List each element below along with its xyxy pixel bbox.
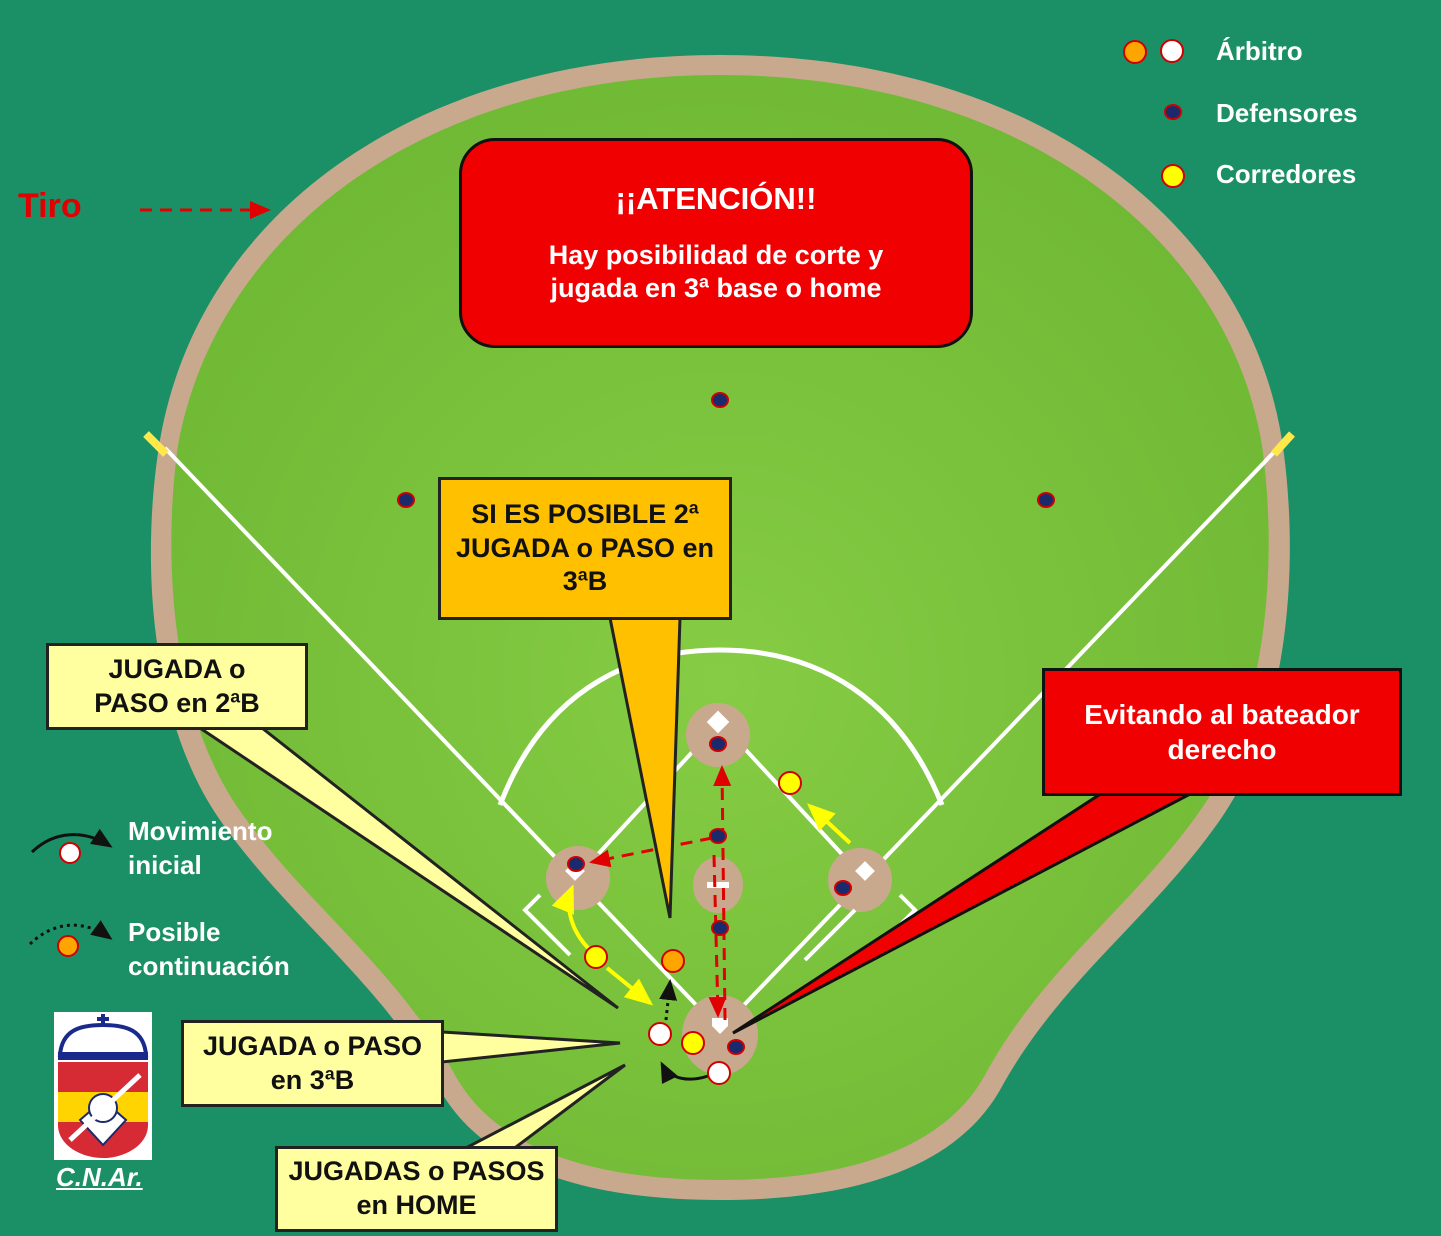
umpire-initial-position <box>648 1022 672 1046</box>
runner-arrow-to-3b <box>551 884 592 952</box>
plays-home-callout: JUGADAS o PASOS en HOME <box>275 1146 558 1232</box>
legend-initial-move-umpire <box>59 842 81 864</box>
attention-body: Hay posibilidad de corte y jugada en 3ª … <box>548 239 884 304</box>
legend-defenders-label: Defensores <box>1216 98 1358 128</box>
first-base-line <box>718 446 1280 1032</box>
defender-lf <box>397 492 415 508</box>
crown-icon <box>57 1022 149 1057</box>
runner-near-3b <box>584 945 608 969</box>
cnar-logo <box>54 1012 152 1160</box>
runners <box>584 164 1185 1055</box>
throw-arrow-to-2b <box>713 765 732 1021</box>
defender-3b <box>567 856 585 872</box>
legend-runners-label: Corredores <box>1216 159 1357 189</box>
umpire-continuation-position <box>661 949 685 973</box>
legend-continuation-label: Posible continuación <box>128 917 290 981</box>
plays-home-text: JUGADAS o PASOS en HOME <box>288 1156 545 1220</box>
left-foul-pole <box>143 431 169 457</box>
first-base-dirt <box>828 848 892 912</box>
second-play-callout: SI ES POSIBLE 2ª JUGADA o PASO en 3ªB <box>438 477 732 620</box>
home-plate-dirt <box>682 995 758 1075</box>
pitchers-rubber <box>707 882 729 888</box>
defender-ss <box>709 828 727 844</box>
defender-cf <box>711 392 729 408</box>
legend-continuation-arrow <box>28 920 113 946</box>
second-base <box>706 710 730 734</box>
legend-continuation-umpire <box>57 935 79 957</box>
defenders <box>397 104 1182 1055</box>
legend-defender-dot <box>1164 104 1182 120</box>
logo-caption: C.N.Ar. <box>56 1162 143 1192</box>
first-base <box>855 861 875 881</box>
umpire-start-position <box>707 1061 731 1085</box>
legend-runner-dot <box>1161 164 1185 188</box>
defender-p <box>711 920 729 936</box>
third-base-line <box>163 446 722 1032</box>
runner-batter <box>681 1031 705 1055</box>
third-coach-box <box>522 893 572 957</box>
third-base-dirt <box>546 846 610 910</box>
defender-2b <box>709 736 727 752</box>
avoid-batter-text: Evitando al bateador derecho <box>1084 699 1360 765</box>
second-play-text: SI ES POSIBLE 2ª JUGADA o PASO en 3ªB <box>455 498 715 597</box>
runner-arrow-to-home <box>605 966 654 1006</box>
infield-arc <box>497 647 945 806</box>
throw-arrow-to-3b <box>589 836 713 868</box>
legend-umpire-label: Árbitro <box>1216 36 1303 66</box>
second-base-dirt <box>686 703 750 767</box>
outfield-grass <box>171 75 1269 1180</box>
attention-title: ¡¡ATENCIÓN!! <box>615 180 817 216</box>
right-foul-pole <box>1271 431 1295 457</box>
play-3b-callout: JUGADA o PASO en 3ªB <box>181 1020 444 1107</box>
legend-umpire-orange <box>1123 40 1147 64</box>
defender-c <box>727 1039 745 1055</box>
defender-rf <box>1037 492 1055 508</box>
legend-throw-label: Tiro <box>18 187 82 225</box>
on-deck-line-right <box>803 908 857 962</box>
defender-1b <box>834 880 852 896</box>
avoid-batter-callout: Evitando al bateador derecho <box>1042 668 1402 796</box>
bat-icon <box>68 1073 142 1142</box>
play-3b-text: JUGADA o PASO en 3ªB <box>202 1030 423 1095</box>
play-2b-callout: JUGADA o PASO en 2ªB <box>46 643 308 730</box>
runner-arrow-to-2b <box>807 803 852 845</box>
legend-initial-move-arrow <box>30 828 113 854</box>
umpire-initial-move-arrow <box>660 1061 709 1085</box>
legend-umpire-white <box>1160 39 1184 63</box>
legend-initial-move-label: Movimiento inicial <box>128 816 273 880</box>
home-plate <box>712 1018 728 1034</box>
attention-callout: ¡¡ATENCIÓN!! Hay posibilidad de corte y … <box>459 138 973 348</box>
play-2b-text: JUGADA o PASO en 2ªB <box>94 653 260 718</box>
runner-near-2b <box>778 771 802 795</box>
